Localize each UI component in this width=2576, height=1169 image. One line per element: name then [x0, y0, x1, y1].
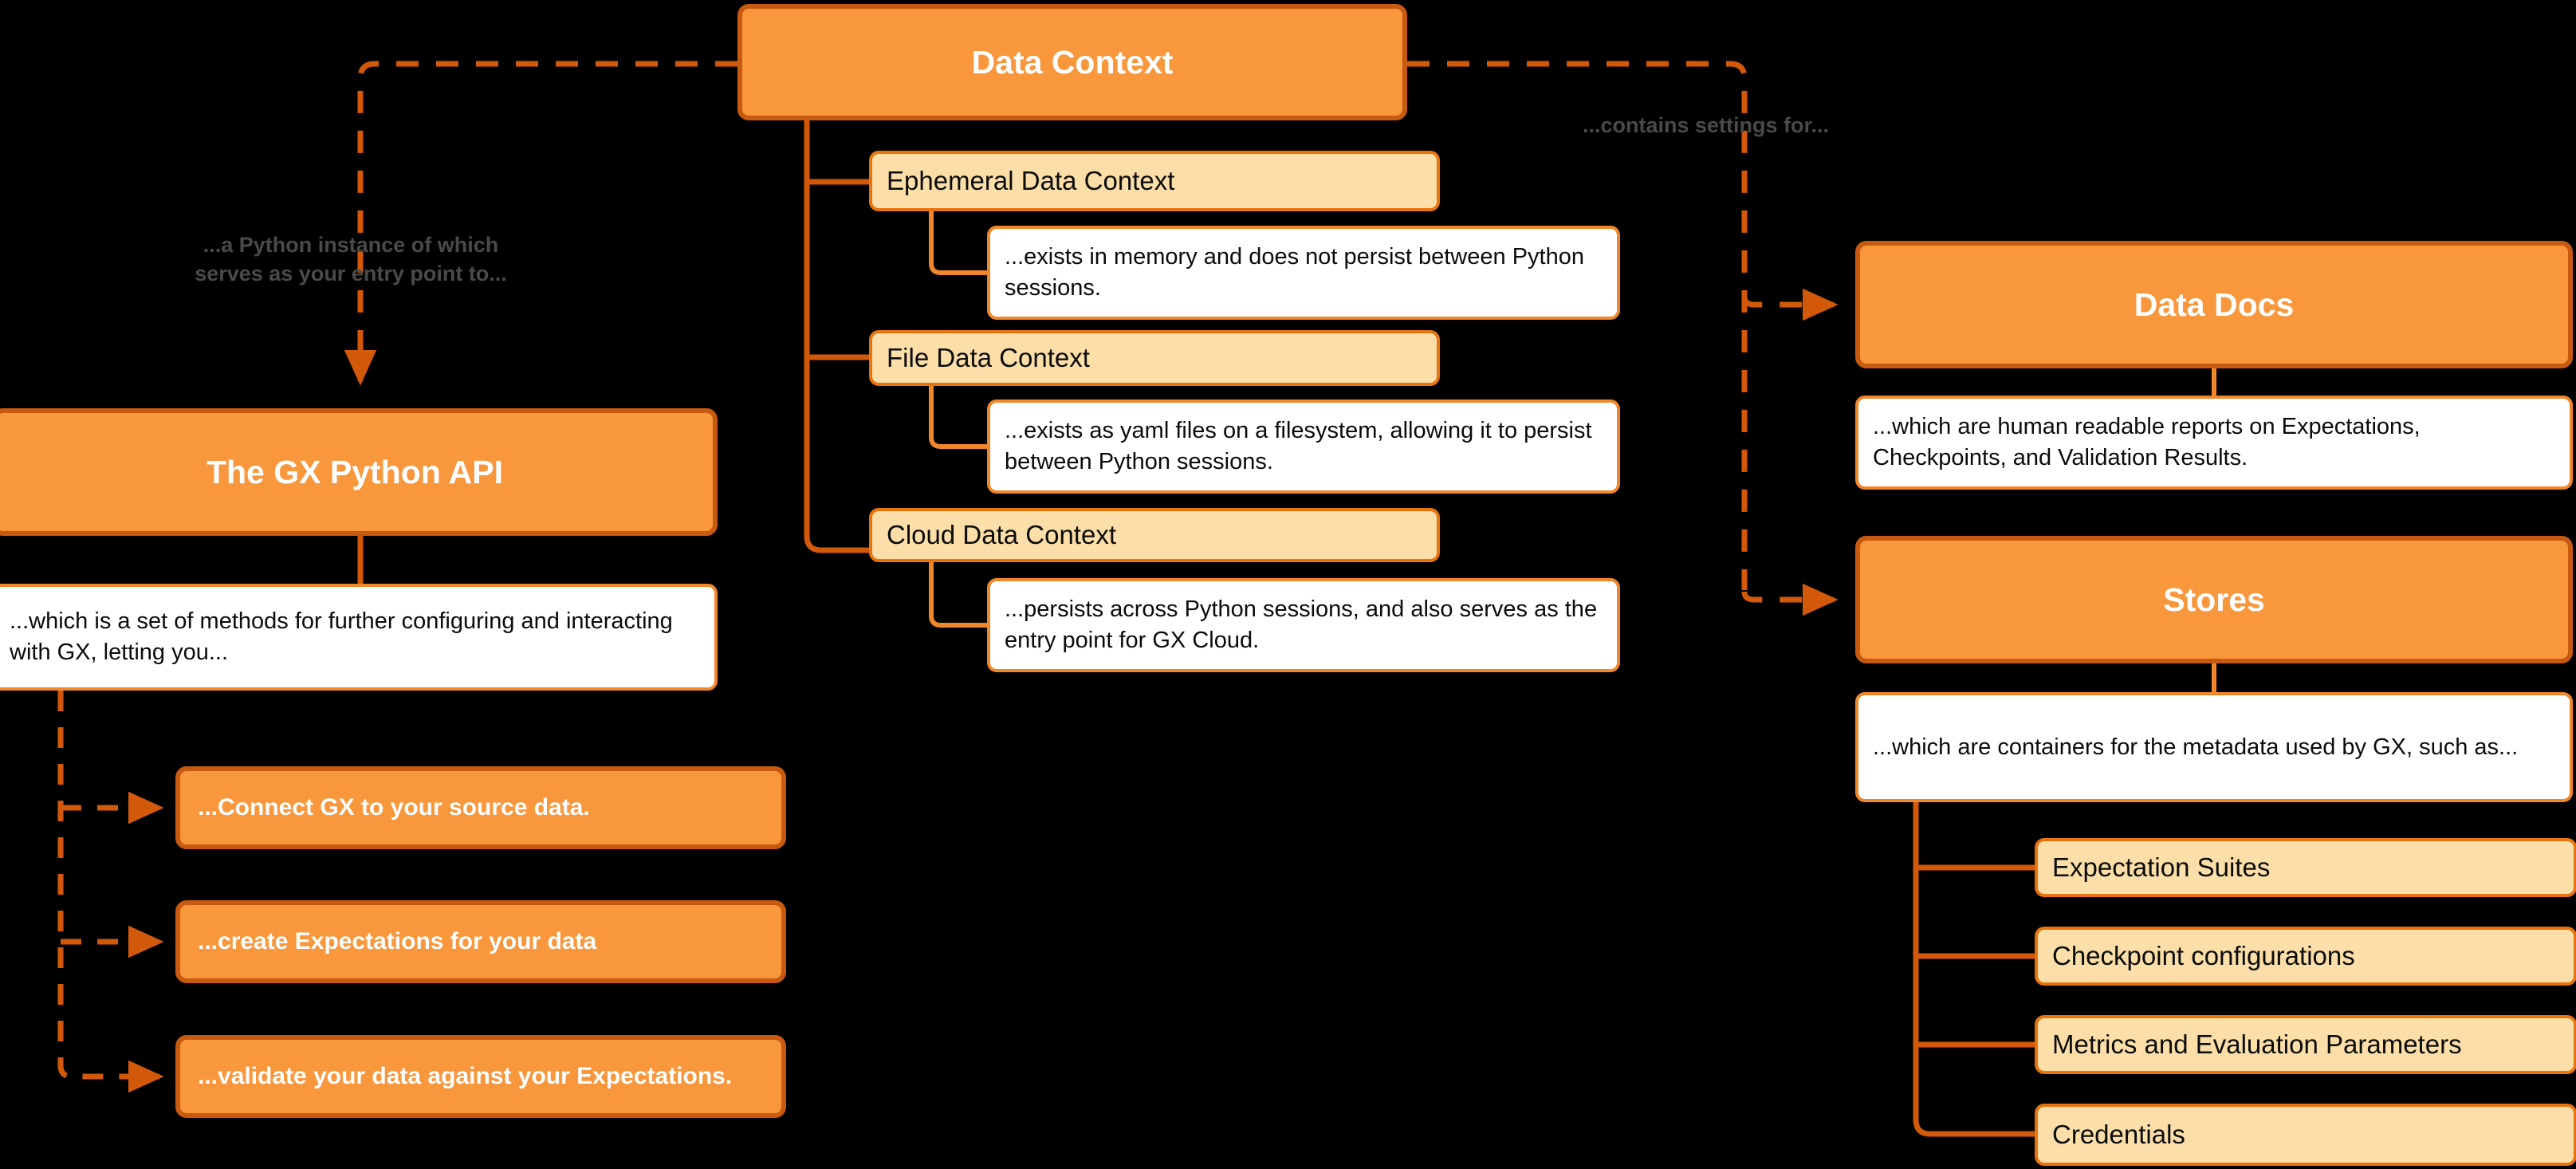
node-cloud-description-text: ...persists across Python sessions, and … [1005, 596, 1598, 653]
node-store-credentials[interactable]: Credentials [2035, 1104, 2576, 1166]
node-action-connect-gx[interactable]: ...Connect GX to your source data. [175, 766, 786, 849]
node-cloud-description: ...persists across Python sessions, and … [987, 578, 1620, 672]
node-ephemeral-data-context-label: Ephemeral Data Context [887, 166, 1175, 195]
node-data-docs-label: Data Docs [2134, 285, 2295, 323]
node-cloud-data-context-label: Cloud Data Context [887, 520, 1116, 549]
edge-datacontext-to-python-api [344, 61, 737, 386]
node-action-connect-gx-label: ...Connect GX to your source data. [198, 794, 590, 821]
node-store-checkpoint-configurations-label: Checkpoint configurations [2052, 941, 2355, 970]
node-store-expectation-suites-label: Expectation Suites [2052, 852, 2271, 882]
node-gx-python-api[interactable]: The GX Python API [0, 408, 718, 536]
node-stores-label: Stores [2163, 581, 2265, 618]
node-file-data-context-label: File Data Context [887, 343, 1090, 372]
node-stores-description-text: ...which are containers for the metadata… [1873, 734, 2519, 760]
node-gx-python-api-description-text: ...which is a set of methods for further… [10, 608, 673, 665]
node-action-validate-data-label: ...validate your data against your Expec… [198, 1063, 733, 1089]
node-gx-python-api-label: The GX Python API [206, 453, 504, 490]
node-file-description-text: ...exists as yaml files on a filesystem,… [1005, 418, 1592, 474]
node-stores-description: ...which are containers for the metadata… [1855, 692, 2573, 802]
node-ephemeral-description-text: ...exists in memory and does not persist… [1005, 244, 1584, 301]
edge-label-contains-settings: ...contains settings for... [1583, 113, 1830, 137]
edge-datacontext-to-stores-and-docs [1407, 61, 1839, 616]
node-data-docs-description: ...which are human readable reports on E… [1855, 396, 2573, 490]
node-action-create-expectations[interactable]: ...create Expectations for your data [175, 900, 786, 983]
node-store-credentials-label: Credentials [2052, 1120, 2185, 1149]
node-file-data-context[interactable]: File Data Context [869, 330, 1440, 386]
node-action-validate-data[interactable]: ...validate your data against your Expec… [175, 1035, 786, 1118]
edge-subcontext-descriptions [929, 211, 987, 628]
node-gx-python-api-description: ...which is a set of methods for further… [0, 584, 718, 691]
node-file-description: ...exists as yaml files on a filesystem,… [987, 400, 1620, 494]
node-store-expectation-suites[interactable]: Expectation Suites [2035, 838, 2576, 897]
node-ephemeral-data-context[interactable]: Ephemeral Data Context [869, 151, 1440, 211]
node-cloud-data-context[interactable]: Cloud Data Context [869, 508, 1440, 562]
node-stores[interactable]: Stores [1855, 536, 2573, 663]
node-data-docs[interactable]: Data Docs [1855, 241, 2573, 368]
node-data-context-label: Data Context [971, 43, 1174, 81]
node-action-create-expectations-label: ...create Expectations for your data [198, 928, 597, 954]
node-store-metrics-evaluation-parameters[interactable]: Metrics and Evaluation Parameters [2035, 1015, 2576, 1074]
edge-datacontext-children-trunk [804, 120, 871, 553]
node-store-checkpoint-configurations[interactable]: Checkpoint configurations [2035, 927, 2576, 986]
node-data-docs-description-text: ...which are human readable reports on E… [1873, 414, 2421, 470]
node-store-metrics-evaluation-parameters-label: Metrics and Evaluation Parameters [2052, 1029, 2462, 1059]
node-ephemeral-description: ...exists in memory and does not persist… [987, 226, 1620, 320]
node-data-context[interactable]: Data Context [737, 4, 1407, 120]
edge-api-description-to-actions [57, 691, 164, 1093]
edge-stores-children-trunk [1913, 802, 2035, 1137]
edge-label-entry-point: ...a Python instance of which serves as … [195, 233, 507, 285]
